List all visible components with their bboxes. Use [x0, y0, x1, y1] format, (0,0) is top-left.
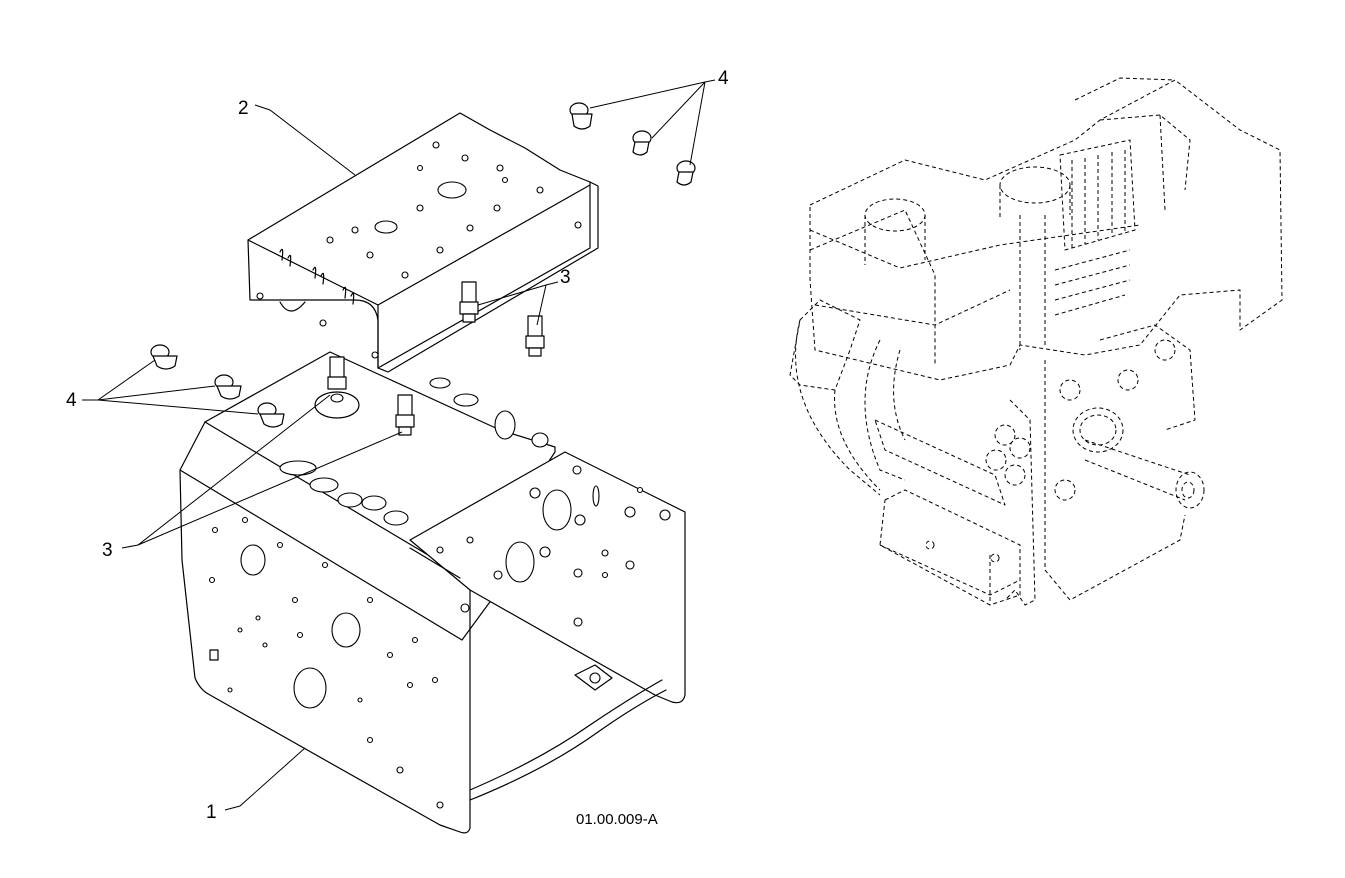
flange-screw: [150, 344, 178, 370]
callout-3-upper: 3: [560, 267, 571, 288]
figure-id: 01.00.009-A: [576, 811, 658, 828]
stud-bolt: [459, 281, 479, 323]
callout-2: 2: [238, 98, 249, 119]
flange-screw: [632, 130, 652, 156]
callout-3-lower: 3: [102, 540, 113, 561]
flange-screw: [676, 160, 696, 186]
frame-panel: [179, 351, 686, 834]
flange-screw: [214, 374, 242, 400]
stud-bolt: [525, 315, 545, 357]
flange-screw: [569, 102, 593, 130]
callout-labels: 2 1 3 3 4 4 01.00.009-A: [66, 68, 729, 828]
engine-reference-view: [789, 77, 1283, 606]
flange-screws: [150, 102, 696, 428]
stud-bolt: [395, 394, 415, 436]
callout-4-upper: 4: [718, 68, 729, 89]
callout-1: 1: [206, 802, 217, 823]
top-bracket: [247, 112, 599, 373]
callout-4-left: 4: [66, 390, 77, 411]
flange-screw: [257, 402, 285, 428]
leader-lines: [82, 79, 716, 811]
